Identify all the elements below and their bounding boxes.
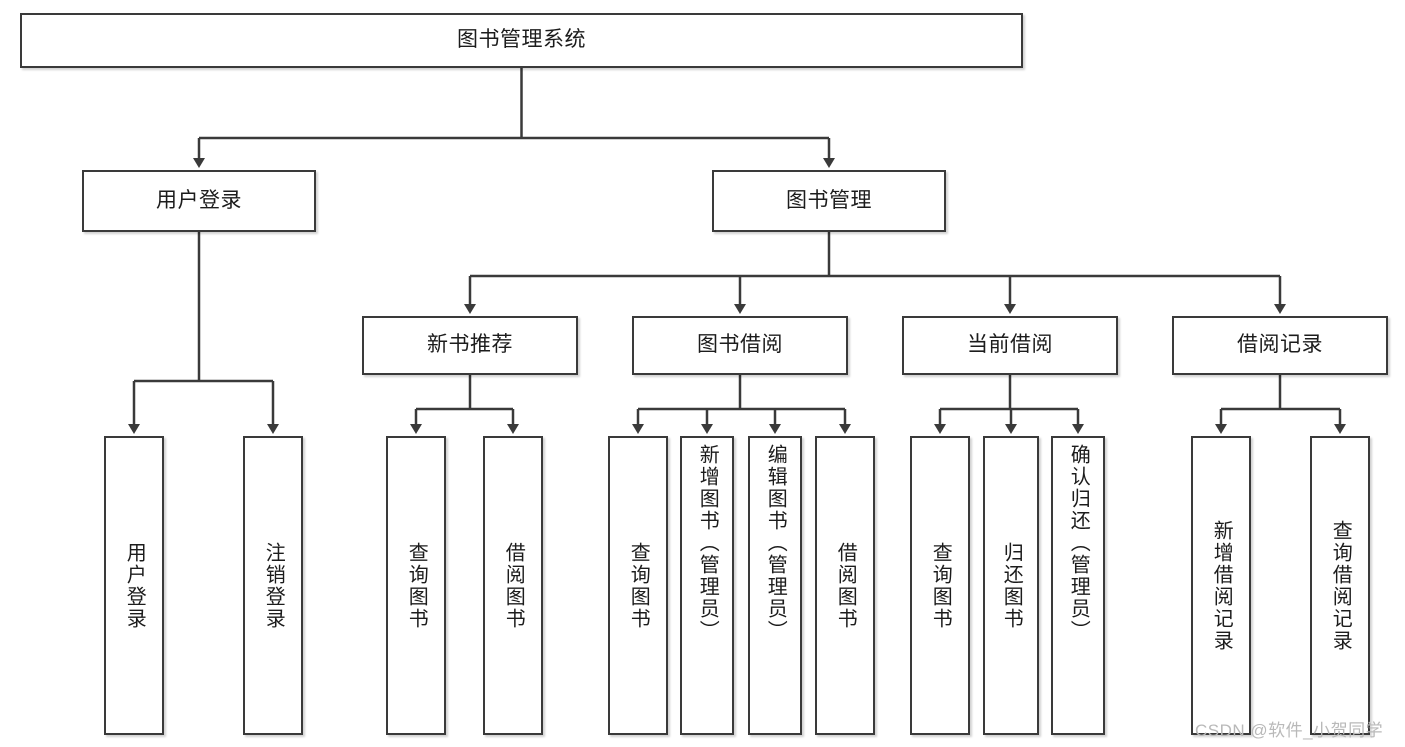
node-root[interactable]: 图书管理系统 [20, 13, 1023, 68]
node-leaf-query-book-current[interactable]: 查询图书 [910, 436, 970, 735]
node-current-borrow[interactable]: 当前借阅 [902, 316, 1118, 375]
node-book-manage[interactable]: 图书管理 [712, 170, 946, 232]
node-label: 当前借阅 [967, 333, 1053, 357]
node-label: 借阅图书 [834, 541, 857, 630]
node-leaf-add-book-admin[interactable]: 新增图书（管理员） [680, 436, 734, 735]
node-label: 用户登录 [123, 541, 146, 630]
node-user-login[interactable]: 用户登录 [82, 170, 316, 232]
node-label: 查询图书 [405, 541, 428, 630]
node-leaf-add-borrow-record[interactable]: 新增借阅记录 [1191, 436, 1251, 735]
node-label: 编辑图书（管理员） [764, 444, 787, 642]
node-book-borrow[interactable]: 图书借阅 [632, 316, 848, 375]
node-label: 归还图书 [1000, 541, 1023, 630]
node-label: 图书借阅 [697, 333, 783, 357]
node-leaf-query-book-borrow[interactable]: 查询图书 [608, 436, 668, 735]
node-label: 图书管理 [786, 188, 872, 212]
node-label: 注销登录 [262, 541, 285, 630]
node-label: 图书管理系统 [457, 28, 586, 52]
node-new-book-recommend[interactable]: 新书推荐 [362, 316, 578, 375]
node-leaf-borrow-book-borrow[interactable]: 借阅图书 [815, 436, 875, 735]
node-label: 借阅图书 [502, 541, 525, 630]
node-borrow-record[interactable]: 借阅记录 [1172, 316, 1388, 375]
node-label: 用户登录 [156, 188, 242, 212]
node-leaf-logout-login[interactable]: 注销登录 [243, 436, 303, 735]
node-leaf-borrow-book-rec[interactable]: 借阅图书 [483, 436, 543, 735]
node-label: 新增图书（管理员） [696, 444, 719, 642]
node-label: 新书推荐 [427, 333, 513, 357]
node-label: 确认归还（管理员） [1067, 444, 1090, 642]
node-label: 查询借阅记录 [1329, 519, 1352, 652]
node-leaf-edit-book-admin[interactable]: 编辑图书（管理员） [748, 436, 802, 735]
csdn-watermark: CSDN @软件_小贺同学 [1195, 721, 1384, 740]
node-leaf-return-book[interactable]: 归还图书 [983, 436, 1039, 735]
node-leaf-confirm-return-admin[interactable]: 确认归还（管理员） [1051, 436, 1105, 735]
node-label: 借阅记录 [1237, 333, 1323, 357]
node-leaf-query-book-rec[interactable]: 查询图书 [386, 436, 446, 735]
node-label: 查询图书 [929, 541, 952, 630]
node-label: 查询图书 [627, 541, 650, 630]
node-label: 新增借阅记录 [1210, 519, 1233, 652]
node-leaf-query-borrow-record[interactable]: 查询借阅记录 [1310, 436, 1370, 735]
node-leaf-user-login[interactable]: 用户登录 [104, 436, 164, 735]
